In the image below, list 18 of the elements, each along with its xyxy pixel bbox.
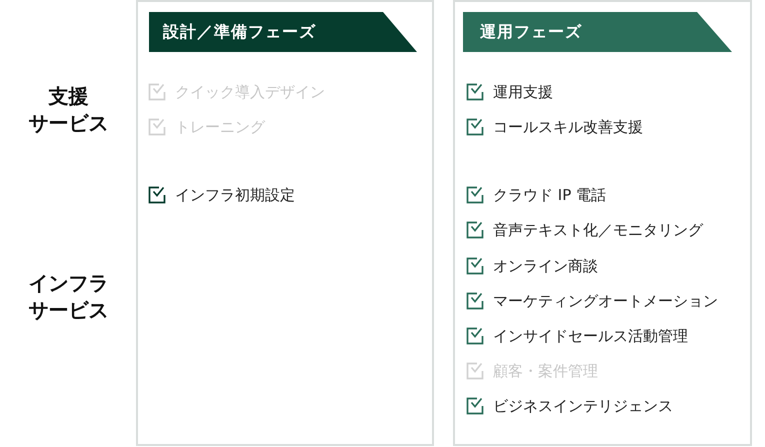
service-item: クイック導入デザイン [175,82,325,102]
service-item: オンライン商談 [493,256,598,276]
service-item: 運用支援 [493,82,553,102]
row-heading: 支援サービス [28,83,110,137]
phase-panel [136,0,434,446]
phase-banner: 設計／準備フェーズ [149,12,417,52]
service-item: トレーニング [175,117,265,137]
service-item: インサイドセールス活動管理 [493,326,688,346]
service-item: 顧客・案件管理 [493,361,598,381]
service-item: コールスキル改善支援 [493,117,643,137]
service-item: マーケティングオートメーション [493,291,718,311]
service-item: インフラ初期設定 [175,185,295,205]
service-item: ビジネスインテリジェンス [493,396,673,416]
phase-panel [453,0,752,446]
service-item: 音声テキスト化／モニタリング [493,220,703,240]
phase-banner: 運用フェーズ [463,12,732,52]
service-item: クラウド IP 電話 [493,185,606,205]
row-heading: インフラサービス [28,270,110,324]
